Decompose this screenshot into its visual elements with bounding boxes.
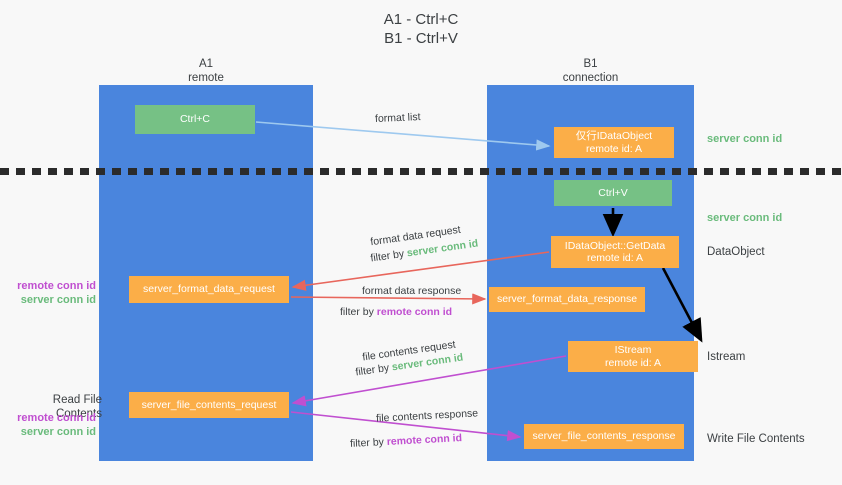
- box-idataobject-getdata[interactable]: IDataObject::GetData remote id: A: [551, 236, 679, 268]
- box-server-file-contents-request[interactable]: server_file_contents_request: [129, 392, 289, 418]
- label-server-conn-id: server conn id: [20, 294, 96, 306]
- label-read-file-contents: Read File Contents: [52, 394, 102, 420]
- remote-conn-id-text: remote conn id: [376, 306, 453, 318]
- lane-a1-header: A1 remote: [188, 58, 224, 84]
- edge-label-filter-remote-conn-1: filter by remote conn id: [340, 305, 452, 319]
- label-dataobject: DataObject: [707, 246, 765, 258]
- label-server-conn-id-mid: server conn id: [707, 212, 783, 224]
- box-ctrl-c[interactable]: Ctrl+C: [135, 105, 255, 134]
- label-server-conn-id-top: server conn id: [707, 133, 783, 145]
- box-server-format-data-request[interactable]: server_format_data_request: [129, 276, 289, 303]
- filter-by-text: filter by: [340, 306, 377, 318]
- filter-by-text: filter by: [369, 247, 408, 265]
- label-write-file-contents: Write File Contents: [707, 433, 805, 445]
- edge-label-format-list: format list: [374, 111, 421, 125]
- box-ctrl-v[interactable]: Ctrl+V: [554, 180, 672, 206]
- label-istream: Istream: [707, 351, 746, 363]
- box-idataobject[interactable]: 仅行IDataObject remote id: A: [554, 127, 674, 158]
- box-server-format-data-response[interactable]: server_format_data_response: [489, 287, 645, 312]
- filter-by-text: filter by: [349, 436, 388, 450]
- edge-label-filter-remote-conn-2: filter by remote conn id: [350, 431, 463, 451]
- phase-divider: [0, 168, 842, 175]
- label-remote-conn-id: remote conn id: [17, 280, 96, 292]
- box-istream[interactable]: IStream remote id: A: [568, 341, 698, 372]
- edge-label-format-data-response: format data response: [362, 285, 462, 297]
- box-server-file-contents-response[interactable]: server_file_contents_response: [524, 424, 684, 449]
- label-remote-conn-id: remote conn id: [17, 412, 96, 424]
- page-title: A1 - Ctrl+C B1 - Ctrl+V: [383, 11, 459, 47]
- edge-label-file-contents-response: file contents response: [375, 407, 479, 425]
- filter-by-text: filter by: [354, 361, 393, 379]
- remote-conn-id-text: remote conn id: [386, 432, 463, 448]
- label-conn-ids-bottom: remote conn id server conn id: [8, 411, 96, 439]
- label-server-conn-id: server conn id: [20, 426, 96, 438]
- label-conn-ids-top: remote conn id server conn id: [8, 279, 96, 307]
- lane-b1-header: B1 connection: [562, 58, 619, 84]
